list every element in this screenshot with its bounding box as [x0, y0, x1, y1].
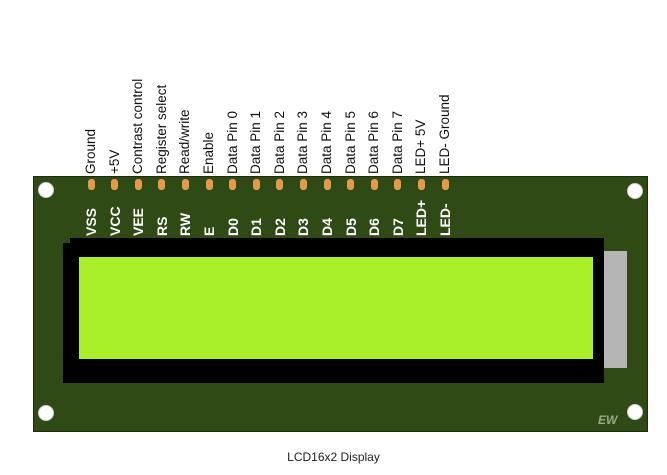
pin-1-code: VSS [83, 207, 99, 236]
pin-7-code: D0 [224, 218, 241, 236]
pin-5-contact [181, 179, 189, 190]
pin-16-code: LED- [437, 203, 453, 236]
pin-10-contact [299, 179, 307, 190]
pin-10-code: D3 [295, 218, 312, 236]
pin-11-contact [323, 179, 331, 190]
pin-12-code: D5 [342, 218, 359, 236]
pin-13-contact [370, 179, 378, 190]
maker-mark: EW [598, 413, 618, 427]
pin-2-contact [111, 179, 119, 190]
mounting-hole-top-left [38, 182, 54, 198]
pin-9-contact [276, 179, 284, 190]
pin-15-description: LED+ 5V [413, 119, 429, 174]
pin-5-code: RW [177, 212, 194, 236]
pin-6-description: Enable [201, 131, 216, 174]
pin-8-description: Data Pin 1 [248, 110, 264, 174]
pin-9-code: D2 [271, 218, 288, 236]
pin-6-code: E [201, 226, 217, 236]
pin-7-contact [229, 179, 237, 190]
pin-14-contact [394, 179, 402, 190]
pin-10-description: Data Pin 3 [295, 110, 311, 174]
lcd-screen [79, 257, 593, 359]
pin-13-description: Data Pin 6 [366, 110, 382, 174]
pin-15-contact [417, 179, 425, 190]
pin-16-description: LED- Ground [437, 94, 452, 174]
pin-15-code: LED+ [413, 199, 430, 236]
pin-14-code: D7 [389, 218, 406, 236]
pin-5-description: Read/write [177, 109, 193, 174]
pin-3-contact [134, 179, 142, 190]
diagram-caption: LCD16x2 Display [287, 450, 380, 464]
pin-13-code: D6 [366, 218, 383, 236]
pin-2-description: +5V [106, 149, 122, 174]
mounting-hole-bottom-left [38, 405, 54, 421]
backlight-connector [604, 251, 627, 368]
mounting-hole-top-right [627, 183, 643, 199]
pin-8-contact [252, 179, 260, 190]
pin-12-contact [347, 179, 355, 190]
pin-4-contact [158, 179, 166, 190]
pin-8-code: D1 [248, 218, 265, 236]
pin-14-description: Data Pin 7 [389, 110, 405, 174]
pin-1-description: Ground [83, 128, 98, 174]
pin-16-contact [441, 179, 449, 190]
pin-2-code: VCC [106, 206, 123, 236]
pin-3-description: Contrast control [130, 78, 146, 174]
pin-4-code: RS [153, 216, 170, 236]
pin-11-code: D4 [319, 218, 335, 236]
pin-1-contact [87, 179, 95, 190]
pin-7-description: Data Pin 0 [224, 110, 240, 174]
pin-4-description: Register select [153, 84, 169, 174]
pin-12-description: Data Pin 5 [342, 110, 358, 174]
mounting-hole-bottom-right [627, 404, 643, 420]
pin-11-description: Data Pin 4 [319, 110, 334, 174]
pin-3-code: VEE [130, 207, 147, 236]
pin-6-contact [205, 179, 213, 190]
pin-9-description: Data Pin 2 [271, 110, 287, 174]
